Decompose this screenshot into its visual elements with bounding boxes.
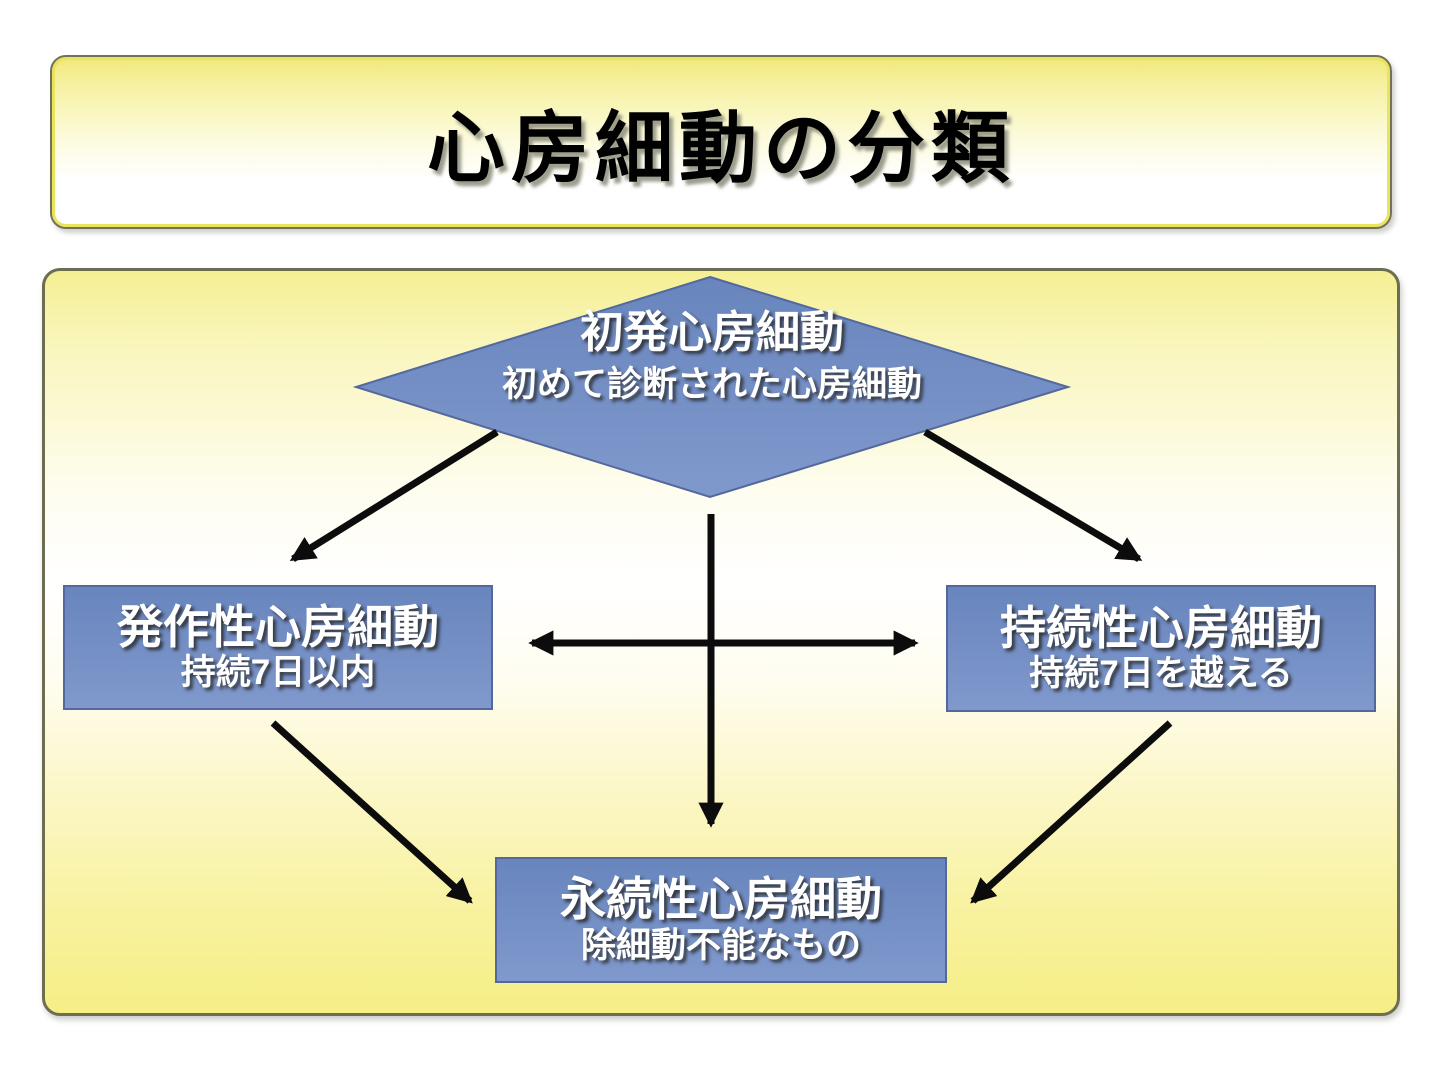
node-first-af-title: 初発心房細動 <box>580 308 844 357</box>
node-first-af-subtitle: 初めて診断された心房細動 <box>501 365 922 405</box>
arrow-first-to-paroxysmal <box>289 429 499 562</box>
node-permanent-af: 永続性心房細動 除細動不能なもの <box>495 857 947 983</box>
node-persistent-af: 持続性心房細動 持続7日を越える <box>946 585 1376 712</box>
node-paroxysmal-af-subtitle: 持続7日以内 <box>180 653 376 693</box>
node-persistent-af-title: 持続性心房細動 <box>1000 601 1322 654</box>
first-af-diamond <box>352 275 1072 499</box>
arrow-first-to-persistent <box>923 428 1143 563</box>
arrow-persistent-to-permanent <box>970 720 1173 904</box>
page-title: 心房細動の分類 <box>426 104 1015 192</box>
arrow-paroxysmal-to-permanent <box>270 720 473 904</box>
node-persistent-af-subtitle: 持続7日を越える <box>1029 654 1293 694</box>
node-paroxysmal-af-title: 発作性心房細動 <box>117 600 439 653</box>
node-first-af: 初発心房細動 初めて診断された心房細動 <box>412 308 1012 406</box>
title-banner: 心房細動の分類 <box>50 55 1392 229</box>
node-paroxysmal-af: 発作性心房細動 持続7日以内 <box>63 585 493 710</box>
node-permanent-af-title: 永続性心房細動 <box>560 873 882 926</box>
node-permanent-af-subtitle: 除細動不能なもの <box>580 925 861 965</box>
